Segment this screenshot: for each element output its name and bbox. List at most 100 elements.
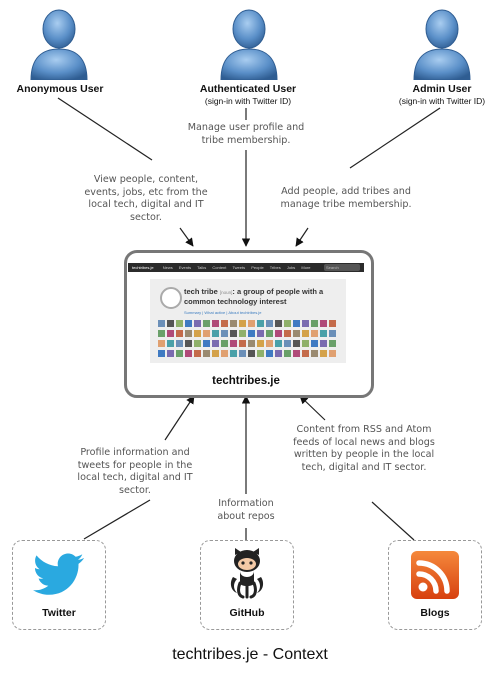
avatar-thumbnail [266,340,273,347]
website-screenshot: techtribes.je News Events Talks Content … [128,263,364,369]
actor-label-admin: Admin User [412,83,472,95]
screenshot-search: Search [324,264,360,271]
note-line: events, jobs, etc from the [84,186,208,198]
avatar-thumbnail [284,320,291,327]
user-icon [413,9,471,80]
screenshot-navbar: techtribes.je News Events Talks Content … [128,263,364,272]
avatar-thumbnail [230,320,237,327]
avatar-thumbnail [284,350,291,357]
avatar-thumbnail [311,320,318,327]
avatar-thumbnail [203,330,210,337]
github-octocat-icon [230,548,264,599]
note-line: local tech, digital and IT [77,472,193,484]
avatar-thumbnail [275,330,282,337]
avatar-thumbnail [212,350,219,357]
screenshot-headline: tech tribe [noun]: a group of people wit… [184,287,344,306]
avatar-thumbnail [320,320,327,327]
system-label: techtribes.je [212,375,280,387]
avatar-thumbnail [329,340,336,347]
note-line: sector. [130,211,162,223]
avatar-thumbnail [203,320,210,327]
note-line: written by people in the local [293,449,435,461]
screenshot-nav-item: More [301,265,311,270]
avatar-thumbnail [167,350,174,357]
avatar-thumbnail [293,330,300,337]
avatar-thumbnail [194,350,201,357]
note-line: Manage user profile and [187,122,305,133]
avatar-thumbnail [185,340,192,347]
diagram-caption: techtribes.je - Context [172,646,328,663]
screenshot-logo [160,287,182,309]
twitter-bird-icon [33,553,84,595]
avatar-thumbnail [212,340,219,347]
arrow-anonymous-to-system-tail [179,227,194,247]
screenshot-nav-item: News [162,265,173,270]
avatar-thumbnail [203,350,210,357]
screenshot-links: Summary | What active | About techtribes… [184,310,262,315]
avatar-thumbnail [257,340,264,347]
actor-sub-admin: (sign-in with Twitter ID) [398,96,486,106]
avatar-thumbnail [293,340,300,347]
avatar-thumbnail [185,320,192,327]
screenshot-headline-tag: [noun] [219,290,233,295]
note-line: View people, content, [93,174,199,185]
arrow-admin-to-system-tail [295,227,309,247]
screenshot-headline-1: tech tribe [184,287,218,296]
user-icon [30,9,88,80]
avatar-thumbnail [158,350,165,357]
avatar-thumbnail [176,350,183,357]
source-box-blogs: Blogs [388,540,482,630]
avatar-thumbnail [194,340,201,347]
avatar-thumbnail [239,330,246,337]
screenshot-nav-item: Tweets [232,265,246,270]
avatar-thumbnail [320,340,327,347]
avatar-thumbnail [248,330,255,337]
avatar-thumbnail [167,320,174,327]
note-admin: Add people, add tribes and manage tribe … [272,186,420,211]
note-line: tweets for people in the [77,459,193,471]
avatar-thumbnail [266,350,273,357]
avatar-thumbnail [257,350,264,357]
screenshot-nav-item: Content [212,265,227,270]
avatar-thumbnail [185,350,192,357]
avatar-thumbnail [230,350,237,357]
avatar-thumbnail [212,320,219,327]
avatar-thumbnail [311,330,318,337]
actor-label-authenticated: Authenticated User [199,83,297,95]
note-line: tech, digital and IT sector. [301,461,427,473]
avatar-thumbnail [275,340,282,347]
avatar-thumbnail [230,340,237,347]
avatar-thumbnail [167,330,174,337]
avatar-thumbnail [311,340,318,347]
arrow-twitter-to-system [83,499,151,540]
avatar-thumbnail [266,320,273,327]
avatar-thumbnail [311,350,318,357]
avatar-thumbnail [185,330,192,337]
source-box-twitter: Twitter [12,540,106,630]
source-label-twitter: Twitter [42,607,76,619]
avatar-thumbnail [158,320,165,327]
source-label-github: GitHub [229,607,265,619]
screenshot-headline-2: : a group of people with a [232,287,324,296]
note-github: Information about repos [206,498,286,524]
avatar-thumbnail [248,340,255,347]
avatar-thumbnail [230,330,237,337]
user-icon [220,9,278,80]
avatar-thumbnail [221,340,228,347]
screenshot-nav-item: Jobs [286,265,296,270]
avatar-thumbnail [221,330,228,337]
avatar-thumbnail [302,330,309,337]
arrow-blogs-to-system-head [299,395,326,421]
arrow-admin-to-system [349,107,441,169]
avatar-thumbnail [221,320,228,327]
avatar-thumbnail [248,320,255,327]
avatar-thumbnail [239,340,246,347]
avatar-thumbnail [293,350,300,357]
screenshot-nav-item: Events [178,265,192,270]
avatar-thumbnail [158,330,165,337]
note-line: Content from RSS and Atom [296,424,432,435]
avatar-thumbnail [239,320,246,327]
avatar-thumbnail [176,320,183,327]
avatar-thumbnail [329,330,336,337]
